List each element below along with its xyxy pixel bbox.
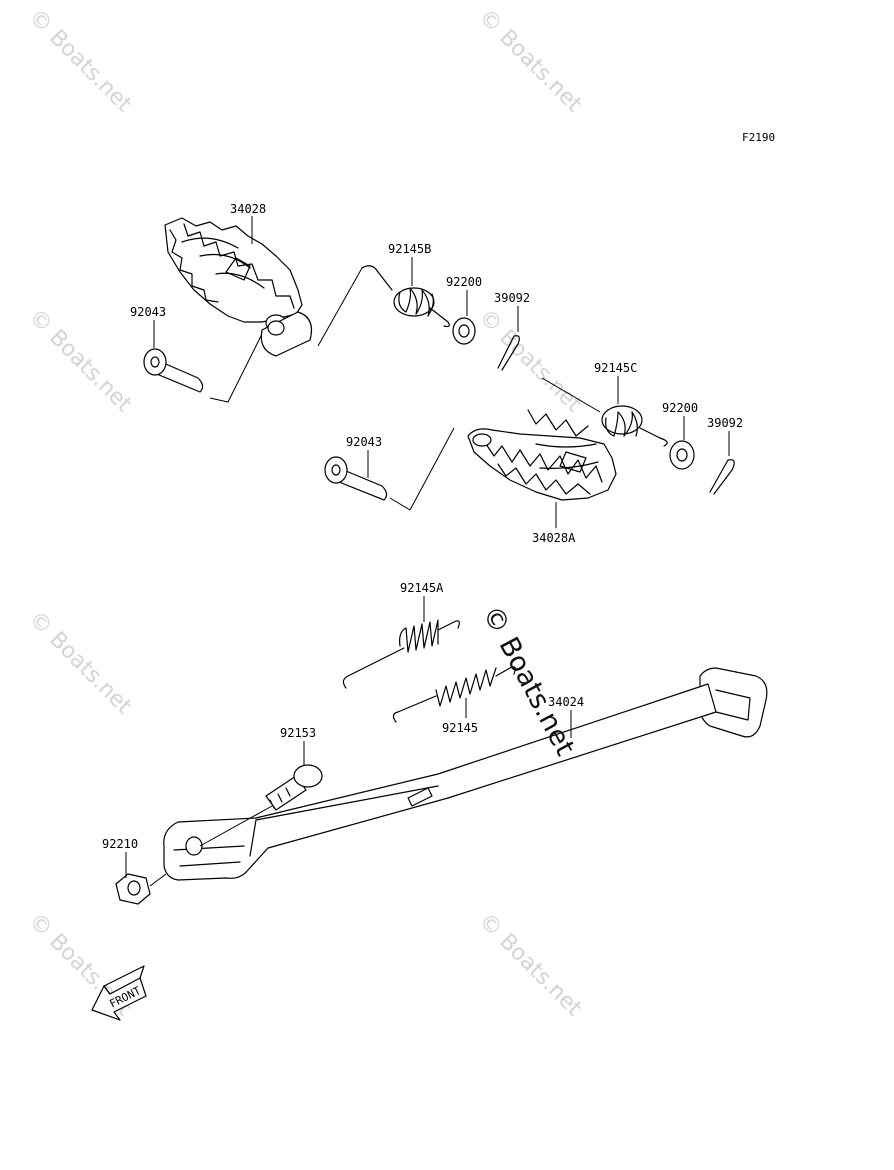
spring-92145b [361,265,450,328]
spring-92145c [601,405,668,447]
part-number: 34024 [548,695,584,709]
part-number: 92145C [594,361,637,375]
spring-92145 [392,666,516,723]
pin-lower [324,456,388,501]
figure-code: F2190 [742,131,775,144]
part-number: 92145 [442,721,478,735]
watermark-text: © Boats.net [24,607,137,720]
part-number: 92200 [446,275,482,289]
watermark-layer: © Boats.net © Boats.net © Boats.net © Bo… [24,5,587,1022]
spring-92145a [342,619,460,689]
side-stand [163,667,768,881]
footpeg-lower [467,409,617,501]
washer-lower [669,440,695,470]
pin-upper [143,348,204,393]
watermark-text: © Boats.net [474,305,587,418]
watermark-text: © Boats.net [24,305,137,418]
part-number: 39092 [707,416,743,430]
part-number: 92153 [280,726,316,740]
cotter-pin-lower [709,459,735,495]
part-number: 92210 [102,837,138,851]
part-number: 92200 [662,401,698,415]
part-number: 92145A [400,581,444,595]
part-number: 92043 [346,435,382,449]
part-number: 34028A [532,531,576,545]
footpeg-upper [164,217,313,357]
washer-upper [452,317,476,345]
bolt-92153 [265,764,323,811]
part-number: 92145B [388,242,431,256]
watermark-text: © Boats.net [474,909,587,1022]
part-number: 39092 [494,291,530,305]
watermark-text: © Boats.net [24,5,137,118]
cotter-pin-upper [497,335,520,371]
nut-92210 [115,873,151,905]
part-number: 92043 [130,305,166,319]
part-number: 34028 [230,202,266,216]
watermark-text: © Boats.net [474,5,587,118]
